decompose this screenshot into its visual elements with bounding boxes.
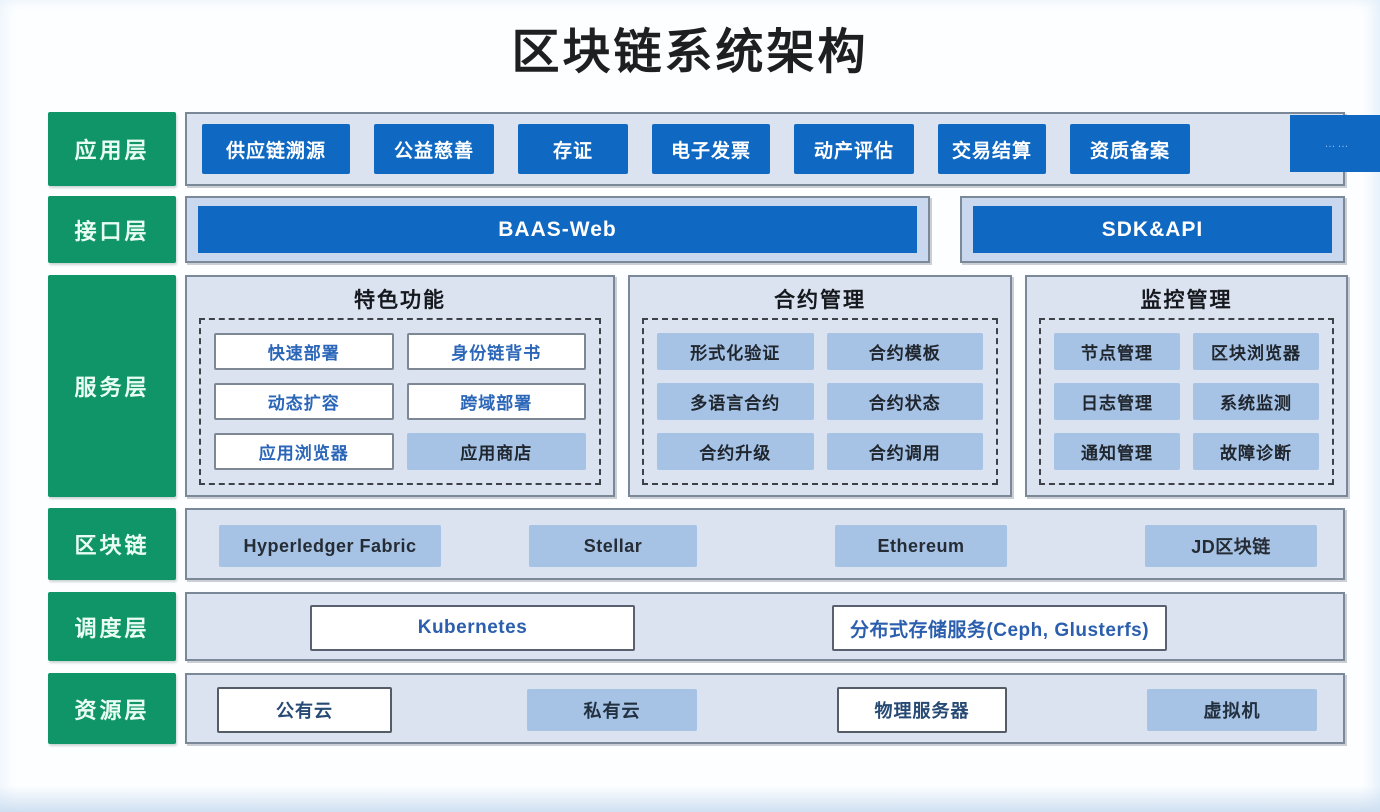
service-item: 日志管理 xyxy=(1054,383,1180,420)
page-title: 区块链系统架构 xyxy=(511,26,869,79)
service-item: 合约调用 xyxy=(826,433,983,470)
service-group-dashed-area: 节点管理 区块浏览器 日志管理 系统监测 通知管理 故障诊断 xyxy=(1039,318,1334,485)
app-item-more: …… xyxy=(1290,115,1380,172)
service-item: 动态扩容 xyxy=(214,383,394,420)
application-layer-panel: 供应链溯源 公益慈善 存证 电子发票 动产评估 交易结算 资质备案 xyxy=(185,112,1345,186)
app-item: 交易结算 xyxy=(938,124,1046,174)
service-item: 多语言合约 xyxy=(657,383,814,420)
chain-item: Stellar xyxy=(529,525,697,567)
resource-item: 私有云 xyxy=(527,689,697,731)
service-group-dashed-area: 快速部署 身份链背书 动态扩容 跨域部署 应用浏览器 应用商店 xyxy=(199,318,601,485)
service-item: 合约状态 xyxy=(826,383,983,420)
service-item: 形式化验证 xyxy=(657,333,814,370)
service-group-title: 特色功能 xyxy=(354,289,446,312)
layer-label-blockchain: 区块链 xyxy=(48,508,176,580)
resource-item: 虚拟机 xyxy=(1147,689,1317,731)
resource-item: 物理服务器 xyxy=(837,687,1007,733)
layer-label-application: 应用层 xyxy=(48,112,176,186)
baas-web-box: BAAS-Web xyxy=(198,206,917,253)
app-item: 资质备案 xyxy=(1070,124,1190,174)
service-group-title: 监控管理 xyxy=(1140,289,1233,312)
layer-label-interface: 接口层 xyxy=(48,196,176,263)
resource-item: 公有云 xyxy=(217,687,392,733)
service-item: 合约升级 xyxy=(657,433,814,470)
layer-label-resource: 资源层 xyxy=(48,673,176,744)
service-group-monitoring: 监控管理 节点管理 区块浏览器 日志管理 系统监测 通知管理 故障诊断 xyxy=(1025,275,1348,497)
service-group-title: 合约管理 xyxy=(774,289,866,312)
service-item: 应用商店 xyxy=(406,433,586,470)
service-item: 故障诊断 xyxy=(1193,433,1319,470)
service-item: 应用浏览器 xyxy=(214,433,394,470)
service-group-dashed-area: 形式化验证 合约模板 多语言合约 合约状态 合约升级 合约调用 xyxy=(642,318,998,485)
scheduling-item: 分布式存储服务(Ceph, Glusterfs) xyxy=(832,605,1167,651)
interface-baas-container: BAAS-Web xyxy=(185,196,930,263)
app-item: 电子发票 xyxy=(652,124,770,174)
scheduling-item: Kubernetes xyxy=(310,605,635,651)
layer-label-scheduling: 调度层 xyxy=(48,592,176,661)
service-item: 系统监测 xyxy=(1193,383,1319,420)
page-edge-tint xyxy=(0,786,1380,812)
app-item: 公益慈善 xyxy=(374,124,494,174)
service-item: 快速部署 xyxy=(214,333,394,370)
service-item: 合约模板 xyxy=(826,333,983,370)
chain-item: Hyperledger Fabric xyxy=(219,525,441,567)
interface-sdk-container: SDK&API xyxy=(960,196,1345,263)
app-item: 存证 xyxy=(518,124,628,174)
app-item: 供应链溯源 xyxy=(202,124,350,174)
app-item: 动产评估 xyxy=(794,124,914,174)
blockchain-layer-panel: Hyperledger Fabric Stellar Ethereum JD区块… xyxy=(185,508,1345,580)
scheduling-layer-panel: Kubernetes 分布式存储服务(Ceph, Glusterfs) xyxy=(185,592,1345,661)
service-group-features: 特色功能 快速部署 身份链背书 动态扩容 跨域部署 应用浏览器 应用商店 xyxy=(185,275,615,497)
service-item: 节点管理 xyxy=(1054,333,1180,370)
resource-layer-panel: 公有云 私有云 物理服务器 虚拟机 xyxy=(185,673,1345,744)
service-item: 通知管理 xyxy=(1054,433,1180,470)
service-group-contracts: 合约管理 形式化验证 合约模板 多语言合约 合约状态 合约升级 合约调用 xyxy=(628,275,1012,497)
layer-label-service: 服务层 xyxy=(48,275,176,497)
service-item: 身份链背书 xyxy=(406,333,586,370)
chain-item: JD区块链 xyxy=(1145,525,1317,567)
sdk-api-box: SDK&API xyxy=(973,206,1332,253)
service-item: 区块浏览器 xyxy=(1193,333,1319,370)
chain-item: Ethereum xyxy=(835,525,1007,567)
service-item: 跨域部署 xyxy=(406,383,586,420)
